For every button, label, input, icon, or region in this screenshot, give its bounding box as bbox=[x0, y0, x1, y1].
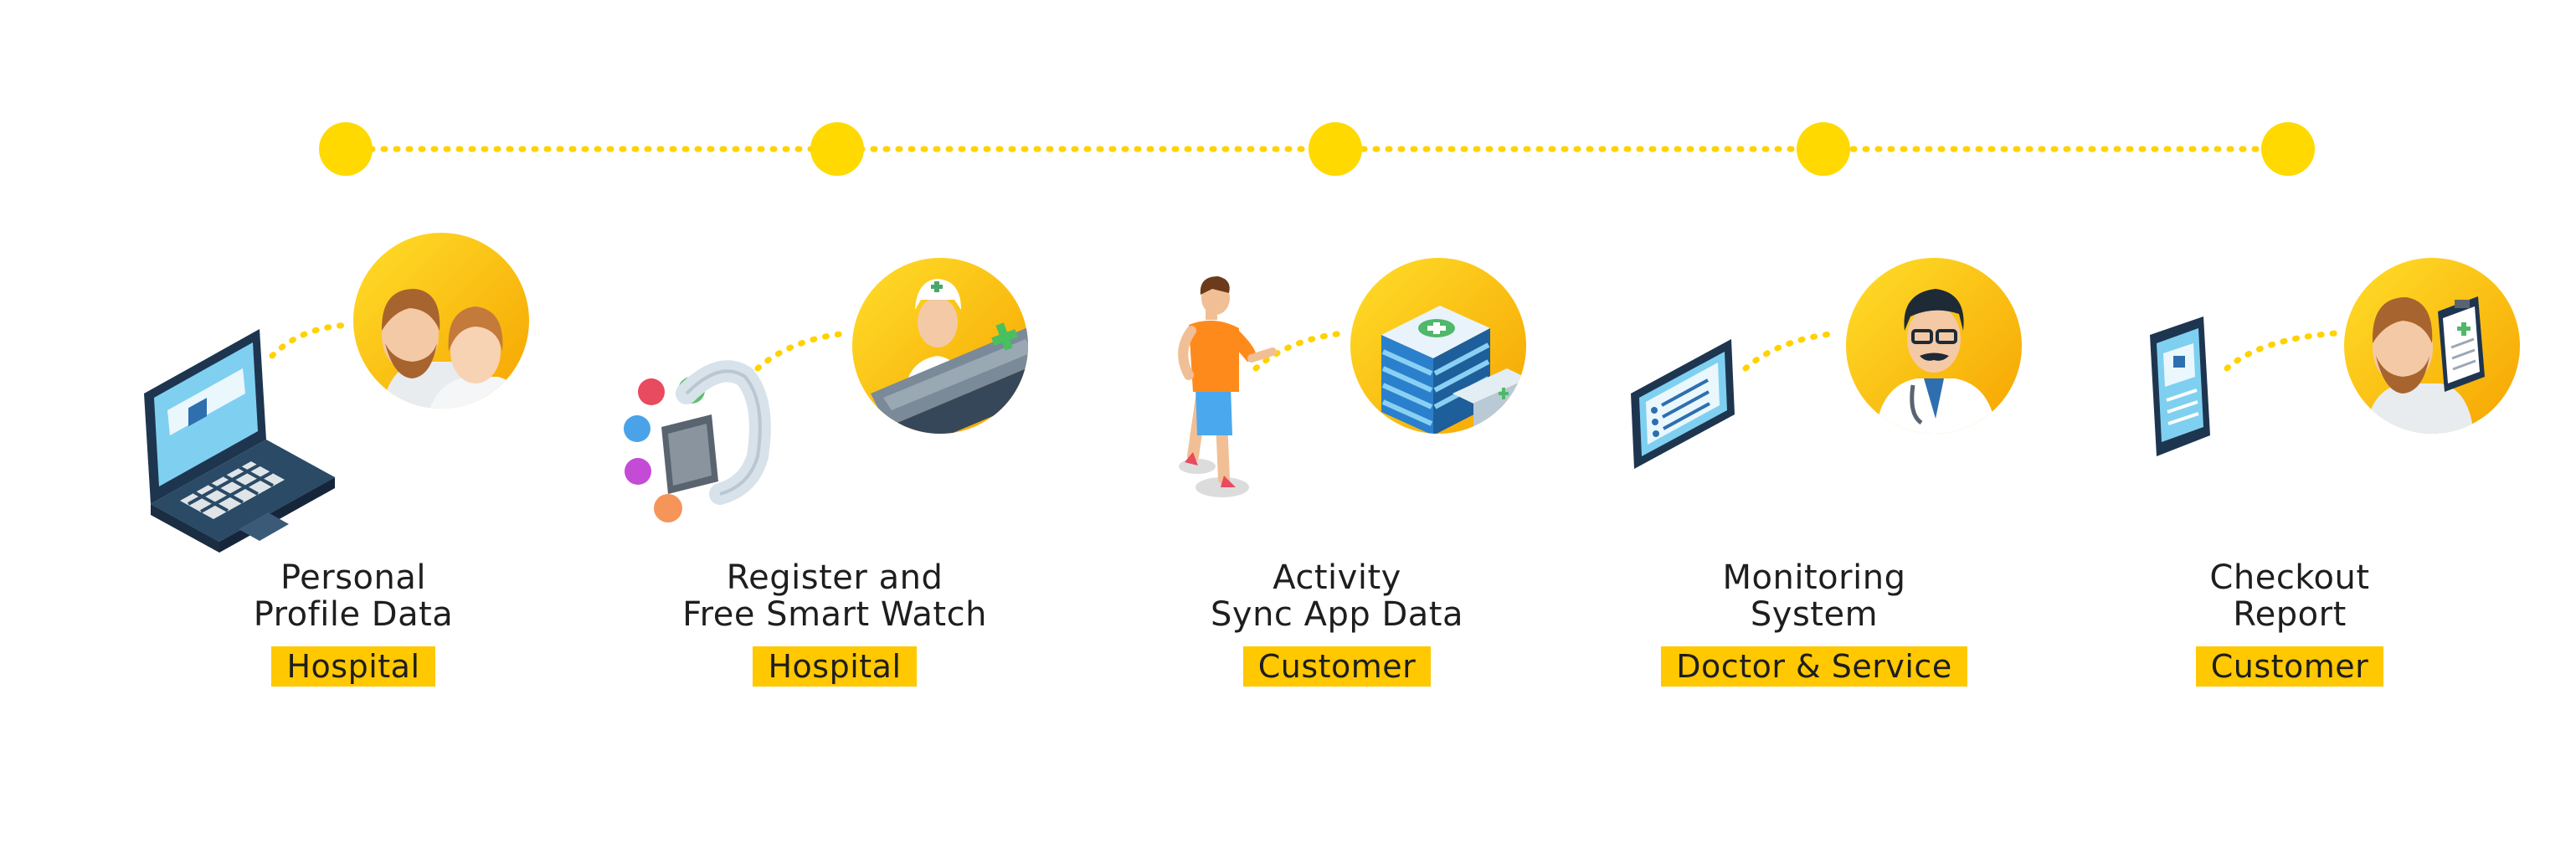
timeline bbox=[319, 122, 2315, 176]
step-5-badge: Customer bbox=[2195, 646, 2384, 687]
timeline-node-1 bbox=[319, 122, 373, 176]
timeline-node-5 bbox=[2261, 122, 2315, 176]
nurse-reception-icon bbox=[852, 258, 1028, 434]
timeline-node-2 bbox=[810, 122, 864, 176]
smart-watch-icon bbox=[624, 360, 771, 522]
connector-2 bbox=[754, 330, 851, 372]
step-3-badge: Customer bbox=[1242, 646, 1432, 687]
step-3-title-line1: Activity bbox=[1273, 558, 1401, 597]
step-2-title-line2: Free Smart Watch bbox=[682, 595, 987, 634]
patients-avatar-icon bbox=[353, 233, 529, 409]
tablet-icon bbox=[1631, 339, 1735, 469]
step-1-title-line1: Personal bbox=[280, 558, 427, 597]
step-5-title-line1: Checkout bbox=[2209, 558, 2370, 597]
step-5-title-line2: Report bbox=[2233, 595, 2347, 634]
step-1-badge: Hospital bbox=[271, 646, 435, 687]
step-2-caption: Register and Free Smart Watch Hospital bbox=[600, 559, 1069, 687]
step-4-badge: Doctor & Service bbox=[1661, 646, 1967, 687]
runner-icon bbox=[1178, 276, 1277, 497]
doctor-avatar-icon bbox=[1846, 258, 2022, 434]
connector-1 bbox=[269, 322, 355, 359]
timeline-node-4 bbox=[1797, 122, 1850, 176]
step-2-badge: Hospital bbox=[753, 646, 917, 687]
patient-report-icon bbox=[2344, 258, 2520, 434]
hospital-building-icon bbox=[1350, 258, 1526, 434]
step-1-title-line2: Profile Data bbox=[253, 595, 454, 634]
connector-4 bbox=[1742, 330, 1841, 372]
step-5-caption: Checkout Report Customer bbox=[2055, 559, 2524, 687]
step-4-title-line1: Monitoring bbox=[1722, 558, 1906, 597]
step-3-caption: Activity Sync App Data Customer bbox=[1103, 559, 1571, 687]
timeline-node-3 bbox=[1309, 122, 1362, 176]
smartphone-icon bbox=[2150, 316, 2210, 456]
step-1-caption: Personal Profile Data Hospital bbox=[119, 559, 588, 687]
step-3-title-line2: Sync App Data bbox=[1211, 595, 1463, 634]
step-4-title-line2: System bbox=[1750, 595, 1879, 634]
laptop-icon bbox=[144, 329, 335, 553]
step-2-title-line1: Register and bbox=[726, 558, 944, 597]
connectors bbox=[269, 322, 2339, 372]
connector-5 bbox=[2224, 330, 2339, 372]
step-4-caption: Monitoring System Doctor & Service bbox=[1580, 559, 2049, 687]
